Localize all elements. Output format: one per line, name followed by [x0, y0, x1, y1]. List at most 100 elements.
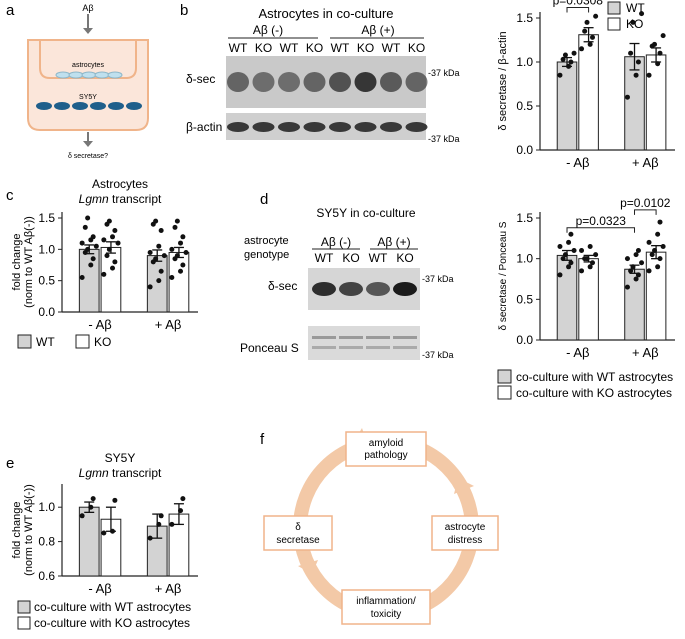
d_chart-sig-bracket-0: [566, 227, 636, 233]
c_chart-point-1-1-1: [178, 268, 184, 274]
node-astrocyte-2: distress: [448, 535, 482, 546]
panel-letter-d: d: [260, 191, 268, 208]
blot-d-ponceau-band-b-2: [366, 346, 390, 349]
d_chart-ytick-label-3: 1.5: [516, 211, 533, 225]
output-arrow-head: [83, 141, 93, 147]
blot-d-ponceau-band-a-1: [339, 336, 363, 339]
blot-d-dsec-band-2: [366, 282, 390, 296]
sy5y-cells: [36, 102, 142, 110]
b_chart-xtick-0: - Aβ: [566, 155, 589, 170]
node-secretase-1: δ: [295, 522, 301, 533]
b_chart-point-0-0-0: [557, 72, 563, 78]
panel-d-blot: d SY5Y in co-culture astrocyte genotype …: [240, 191, 454, 360]
b_chart-sig-label-0: p=0.0308: [553, 0, 604, 7]
b_chart-point-1-0-4: [584, 19, 590, 25]
e_chart-xtick-1: + Aβ: [155, 581, 182, 596]
d_chart-point-0-0-4: [562, 252, 568, 258]
blot-b-dsec-band-7: [405, 72, 428, 92]
d_chart-sig-label-1: p=0.0102: [620, 196, 671, 210]
d_chart-point-1-0-1: [587, 264, 593, 270]
blot-b-dsec-band-4: [329, 72, 351, 92]
c_chart-point-1-1-6: [169, 246, 175, 252]
c_chart-xtick-1: + Aβ: [155, 317, 182, 332]
b_chart-xtick-1: + Aβ: [632, 155, 659, 170]
c_chart-xtick-0: - Aβ: [88, 317, 111, 332]
b_chart-point-0-1-5: [639, 11, 645, 17]
e_chart-ytick-label-2: 1.0: [38, 500, 55, 514]
c_chart-point-0-1-10: [153, 218, 159, 224]
legend-b-ko: KO: [626, 17, 643, 31]
b_chart-ytick-label-3: 1.5: [516, 11, 533, 25]
node-secretase-box: [263, 515, 333, 551]
d_chart-sig-bracket-1: [634, 209, 657, 215]
blot-d-ponceau-band-a-0: [312, 336, 336, 339]
d_chart-point-0-1-4: [630, 264, 636, 270]
b_chart-point-0-1-1: [633, 72, 639, 78]
d_chart-point-1-1-1: [655, 264, 661, 270]
c_chart-ytick-label-1: 0.5: [38, 274, 55, 288]
c_chart-ytick-label-3: 1.5: [38, 211, 55, 225]
c_chart-point-1-0-4: [106, 246, 112, 252]
c_chart-point-1-1-0: [169, 275, 175, 281]
blot-d-ponceau-membrane: [308, 326, 420, 360]
d_chart-point-0-0-2: [568, 260, 574, 266]
c_chart-point-1-0-1: [110, 265, 116, 271]
blot-b-kda1: -37 kDa: [428, 68, 460, 78]
c_chart-point-0-1-7: [156, 243, 162, 249]
blot-b-actin-band-4: [329, 122, 351, 132]
blot-d-row2-label: Ponceau S: [240, 341, 299, 355]
chart-b: 0.00.51.01.5δ secretase / β-actin- Aβ+ A…: [497, 0, 675, 170]
blot-b-group-neg: Aβ (-): [253, 23, 283, 37]
b_chart-point-1-1-2: [657, 50, 663, 56]
e_chart-ytick-label-0: 0.6: [38, 569, 55, 583]
c_chart-point-1-1-10: [174, 218, 180, 224]
c_chart-point-1-1-5: [183, 249, 189, 255]
d_chart-point-0-0-6: [557, 243, 563, 249]
b_chart-point-0-1-4: [630, 19, 636, 25]
legend-c-wt: WT: [36, 335, 55, 349]
d_chart-point-1-1-7: [655, 231, 661, 237]
c_chart-point-1-0-10: [106, 218, 112, 224]
chart-d: 0.00.51.01.5δ secretase / Ponceau S- Aβ+…: [498, 196, 675, 360]
c_chart-point-0-0-6: [79, 240, 85, 246]
c_chart-point-1-0-0: [101, 271, 107, 277]
c_chart-point-1-0-6: [101, 237, 107, 243]
d_chart-xtick-1: + Aβ: [632, 345, 659, 360]
c_chart-point-0-0-8: [90, 234, 96, 240]
e_chart-point-1-0-1: [110, 528, 116, 534]
c_chart-point-1-1-7: [178, 240, 184, 246]
c_chart-point-1-1-2: [180, 262, 186, 268]
blot-d-ponceau-band-b-0: [312, 346, 336, 349]
d_chart-point-0-0-3: [560, 256, 566, 262]
d_chart-point-0-1-7: [633, 252, 639, 258]
blot-b-group-pos: Aβ (+): [361, 23, 394, 37]
b_chart-point-0-1-2: [635, 59, 641, 65]
blot-b-title: Astrocytes in co-culture: [258, 6, 393, 21]
c_chart-point-1-1-4: [174, 253, 180, 259]
c_chart-ylabel: fold change: [11, 234, 23, 291]
chart-e-title-2: Lgmn transcript: [79, 466, 162, 480]
d_chart-point-0-0-5: [571, 248, 577, 254]
node-astrocyte-box: [431, 515, 499, 551]
d_chart-sig-label-0: p=0.0323: [576, 214, 627, 228]
e_chart-point-0-1-1: [156, 521, 162, 527]
cycle-arrow-2: [454, 478, 474, 494]
legend-b-wt-swatch: [607, 1, 621, 15]
blot-b-dsec-band-3: [303, 72, 326, 92]
chart-c-title-rest: transcript: [109, 192, 162, 206]
blot-d-ponceau-band-a-3: [393, 336, 417, 339]
legend-e-wt: co-culture with WT astrocytes: [34, 600, 191, 614]
c_chart-point-1-1-8: [180, 234, 186, 240]
blot-d-dsec-band-0: [312, 282, 336, 296]
e_chart-point-0-1-0: [147, 535, 153, 541]
d_chart-ylabel: δ secretase / Ponceau S: [498, 221, 509, 330]
chart-c-title-gene: Lgmn: [79, 192, 109, 206]
panel-b-blot: b Astrocytes in co-culture Aβ (-) Aβ (+)…: [180, 2, 460, 144]
legend-e-wt-swatch: [17, 600, 31, 614]
astrocyte-cells: [55, 71, 123, 79]
c_chart-bar-1-1: [168, 251, 190, 313]
c_chart-point-0-0-2: [90, 256, 96, 262]
node-amyloid-2: pathology: [364, 450, 407, 461]
legend-d-ko: co-culture with KO astrocytes: [516, 386, 672, 400]
